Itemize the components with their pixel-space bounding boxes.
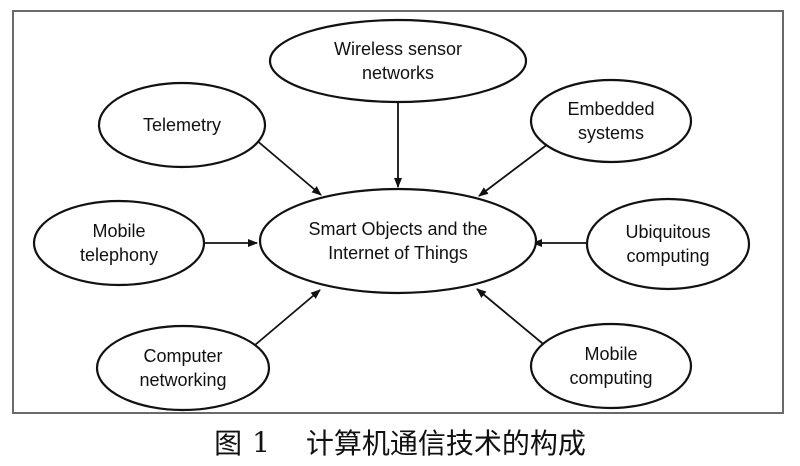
figure-number: 1 (252, 425, 270, 459)
mobile-computing-label-line-2: computing (569, 368, 652, 388)
wireless-sensor-networks-node: Wireless sensor networks (268, 18, 528, 104)
mobile-computing-node: Mobile computing (529, 322, 693, 410)
center-smart-objects-iot-label-line-1: Smart Objects and the (308, 219, 487, 239)
telemetry-ellipse (97, 81, 267, 169)
arrow-telemetry-to-center (254, 138, 322, 196)
wireless-sensor-networks-ellipse (268, 18, 528, 104)
embedded-systems-node: Embedded systems (529, 78, 693, 164)
arrow-mobile-computing-to-center (476, 288, 549, 349)
computer-networking-label-line-2: networking (139, 370, 226, 390)
arrow-embedded-systems-to-center (478, 143, 549, 197)
mobile-computing-label-line-1: Mobile (584, 344, 637, 364)
ubiquitous-computing-ellipse (585, 197, 751, 291)
mobile-computing-ellipse (529, 322, 693, 410)
computer-networking-node: Computer networking (95, 324, 271, 412)
mobile-telephony-label-line-1: Mobile (92, 221, 145, 241)
arrow-computer-networking-to-center (254, 289, 321, 346)
ubiquitous-computing-node: Ubiquitous computing (585, 197, 751, 291)
embedded-systems-label-line-1: Embedded (567, 99, 654, 119)
figure-label: 图 (214, 427, 243, 460)
embedded-systems-ellipse (529, 78, 693, 164)
computer-networking-label-line-1: Computer (143, 346, 222, 366)
center-smart-objects-iot-ellipse (258, 187, 538, 295)
center-smart-objects-iot-label-line-2: Internet of Things (328, 243, 468, 263)
wireless-sensor-networks-label-line-1: Wireless sensor (334, 39, 462, 59)
ubiquitous-computing-label-line-1: Ubiquitous (625, 222, 710, 242)
embedded-systems-label-line-2: systems (578, 123, 644, 143)
mobile-telephony-ellipse (32, 199, 206, 287)
telemetry-label-line-1: Telemetry (143, 115, 221, 135)
ubiquitous-computing-label-line-2: computing (626, 246, 709, 266)
wireless-sensor-networks-label-line-2: networks (362, 63, 434, 83)
mobile-telephony-label-line-2: telephony (80, 245, 158, 265)
computer-networking-ellipse (95, 324, 271, 412)
caption-text: 计算机通信技术的构成 (305, 427, 586, 460)
mobile-telephony-node: Mobile telephony (32, 199, 206, 287)
telemetry-node: Telemetry (97, 81, 267, 169)
figure-caption: 图 1 计算机通信技术的构成 (0, 422, 800, 462)
